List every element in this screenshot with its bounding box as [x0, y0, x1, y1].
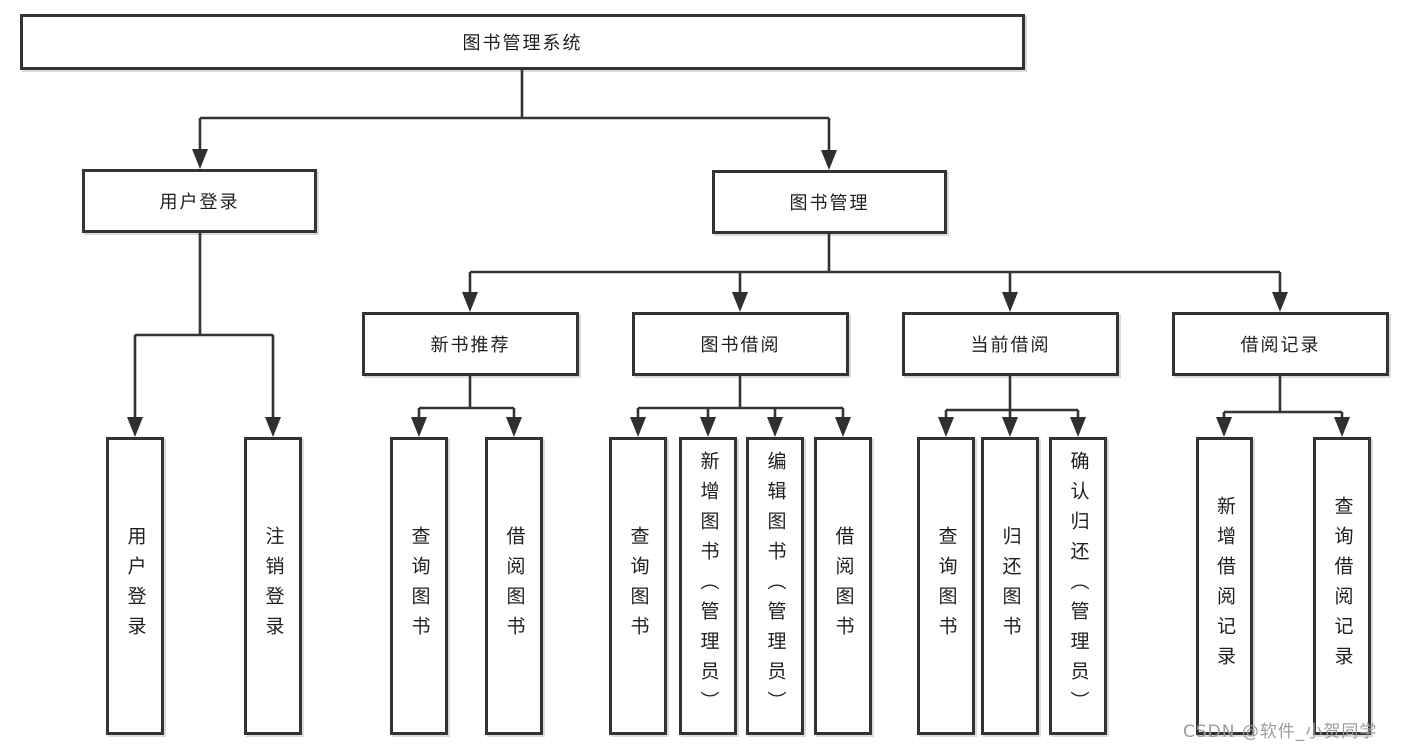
arrowhead-book-borrowing-to-leaves-1 [700, 417, 716, 437]
arrowhead-current-borrowing-to-leaves-2 [1070, 417, 1086, 437]
connector-current-borrowing-to-leaves [944, 376, 1080, 421]
node-new-book-recommend: 新书推荐 [362, 312, 579, 376]
arrowhead-book-borrowing-to-leaves-3 [835, 417, 851, 437]
node-label-confirm-return-admin: 确认归还（管理员） [1067, 451, 1090, 721]
node-label-user-login-leaf: 用户登录 [124, 526, 147, 646]
node-logout-leaf: 注销登录 [244, 437, 302, 735]
node-label-root: 图书管理系统 [462, 33, 583, 54]
arrowhead-new-book-recommend-to-leaves-1 [506, 417, 522, 437]
arrowhead-book-management-to-level3-3 [1272, 292, 1288, 312]
node-label-borrowing-records: 借阅记录 [1240, 335, 1321, 356]
node-edit-books-admin: 编辑图书（管理员） [746, 437, 804, 735]
connector-user-login-to-leaves [133, 233, 275, 421]
node-label-user-login: 用户登录 [159, 192, 240, 213]
node-label-borrow-books-new: 借阅图书 [503, 526, 526, 646]
connector-borrowing-records-to-leaves [1222, 376, 1344, 421]
node-label-new-book-recommend: 新书推荐 [430, 335, 511, 356]
node-label-query-books-borrow: 查询图书 [627, 526, 650, 646]
arrowhead-borrowing-records-to-leaves-1 [1334, 417, 1350, 437]
node-label-query-borrow-record: 查询借阅记录 [1331, 496, 1354, 676]
node-query-books-new: 查询图书 [390, 437, 448, 735]
connector-book-borrowing-to-leaves [636, 376, 845, 421]
arrowhead-book-management-to-level3-2 [1002, 292, 1018, 312]
node-label-logout-leaf: 注销登录 [262, 526, 285, 646]
node-book-borrowing: 图书借阅 [632, 312, 849, 376]
node-return-books: 归还图书 [981, 437, 1039, 735]
arrowhead-current-borrowing-to-leaves-0 [938, 417, 954, 437]
node-borrowing-records: 借阅记录 [1172, 312, 1389, 376]
arrowhead-borrowing-records-to-leaves-0 [1216, 417, 1232, 437]
node-label-edit-books-admin: 编辑图书（管理员） [764, 451, 787, 721]
node-current-borrowing: 当前借阅 [902, 312, 1119, 376]
node-confirm-return-admin: 确认归还（管理员） [1049, 437, 1107, 735]
node-book-management: 图书管理 [712, 170, 947, 234]
node-user-login-leaf: 用户登录 [106, 437, 164, 735]
node-label-book-borrowing: 图书借阅 [700, 335, 781, 356]
node-user-login: 用户登录 [82, 169, 317, 233]
node-label-add-books-admin: 新增图书（管理员） [697, 451, 720, 721]
node-label-borrow-books-borrow: 借阅图书 [832, 526, 855, 646]
arrowhead-current-borrowing-to-leaves-1 [1002, 417, 1018, 437]
node-borrow-books-borrow: 借阅图书 [814, 437, 872, 735]
arrowhead-user-login-to-leaves-0 [127, 417, 143, 437]
node-query-books-current: 查询图书 [917, 437, 975, 735]
connector-book-management-to-level3 [468, 234, 1282, 296]
arrowhead-book-borrowing-to-leaves-0 [630, 417, 646, 437]
node-query-borrow-record: 查询借阅记录 [1313, 437, 1371, 735]
node-label-query-books-current: 查询图书 [935, 526, 958, 646]
node-query-books-borrow: 查询图书 [609, 437, 667, 735]
arrowhead-book-management-to-level3-0 [462, 292, 478, 312]
node-label-book-management: 图书管理 [789, 193, 870, 214]
arrowhead-book-management-to-level3-1 [732, 292, 748, 312]
node-add-borrow-record: 新增借阅记录 [1196, 437, 1253, 735]
node-label-add-borrow-record: 新增借阅记录 [1214, 496, 1236, 676]
connector-new-book-recommend-to-leaves [417, 376, 516, 421]
watermark-text: CSDN @软件_小贺同学 [1183, 722, 1378, 742]
arrowhead-root-to-level2-0 [192, 149, 208, 169]
node-borrow-books-new: 借阅图书 [485, 437, 543, 735]
node-add-books-admin: 新增图书（管理员） [679, 437, 737, 735]
node-label-query-books-new: 查询图书 [408, 526, 431, 646]
arrowhead-user-login-to-leaves-1 [265, 417, 281, 437]
arrowhead-root-to-level2-1 [821, 150, 837, 170]
node-label-current-borrowing: 当前借阅 [970, 335, 1051, 356]
arrowhead-new-book-recommend-to-leaves-0 [411, 417, 427, 437]
node-root: 图书管理系统 [20, 14, 1025, 70]
arrowhead-book-borrowing-to-leaves-2 [767, 417, 783, 437]
node-label-return-books: 归还图书 [999, 526, 1022, 646]
connector-root-to-level2 [198, 70, 831, 154]
